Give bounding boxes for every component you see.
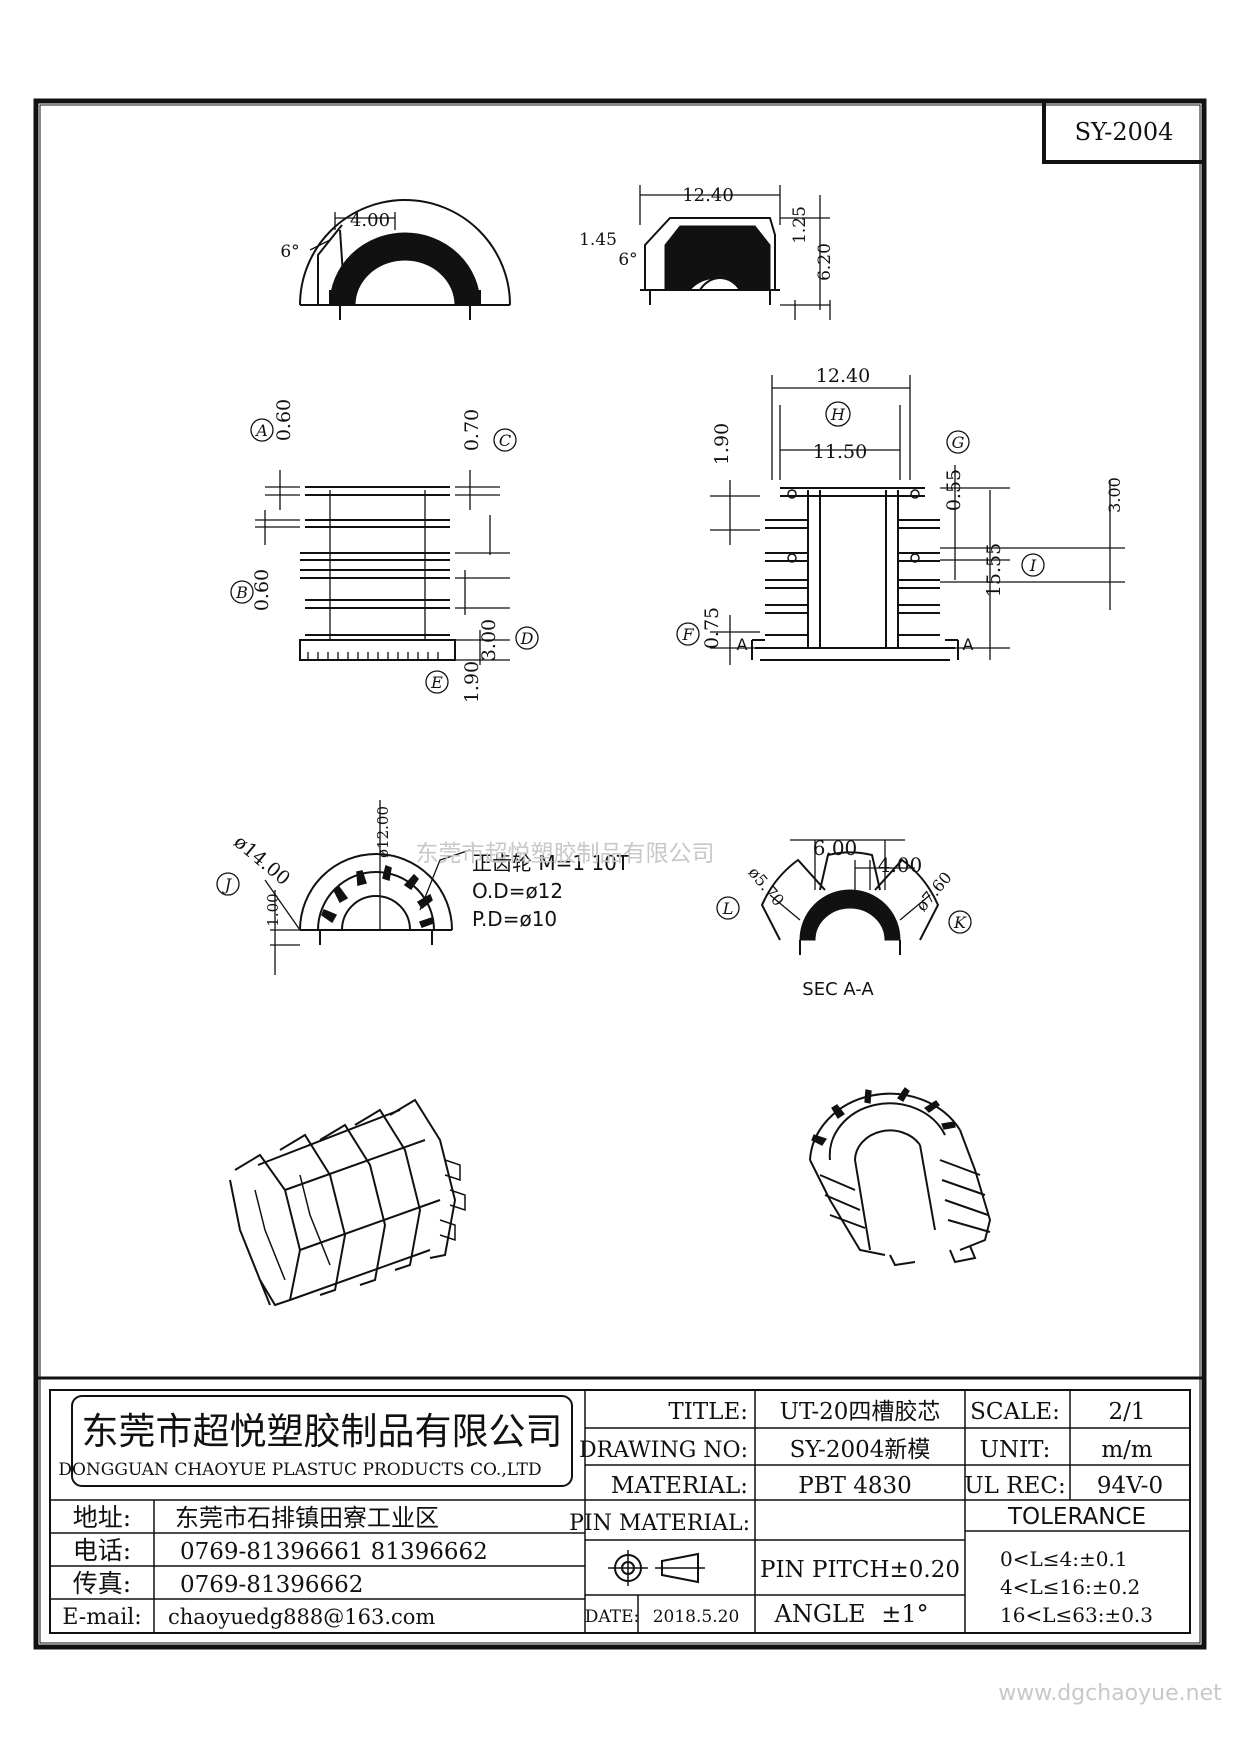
callout-c: C <box>499 431 511 450</box>
date-label: DATE: <box>585 1607 639 1627</box>
tolerance-row-1: 0<L≤4:±0.1 <box>1000 1547 1128 1571</box>
dim-gear-12-dia: ø12.00 <box>374 806 392 858</box>
dim-top-left-width: 4.00 <box>350 210 390 231</box>
title-label: TITLE: <box>668 1399 748 1425</box>
callout-j: J <box>222 875 233 894</box>
angle-label: ANGLE <box>774 1600 866 1628</box>
dim-front-i: 15.55 <box>983 543 1005 597</box>
pin-pitch-text: PIN PITCH±0.20 <box>760 1557 960 1583</box>
callout-d: D <box>520 629 534 648</box>
dim-sec-l-dia: ø5.70 <box>744 863 788 910</box>
section-marker-left: A <box>737 635 748 654</box>
material-value: PBT 4830 <box>798 1473 912 1499</box>
fax-label: 传真: <box>73 1569 131 1598</box>
section-marker-right: A <box>963 635 974 654</box>
inner-frame <box>39 104 1201 1644</box>
gear-spec-line-1: 正齿轮 M=1 10T <box>472 851 630 875</box>
dim-top-left-angle: 6° <box>280 242 299 262</box>
callout-f: F <box>681 625 694 644</box>
company-box <box>71 1395 573 1487</box>
tolerance-row-3: 16<L≤63:±0.3 <box>1000 1603 1153 1627</box>
company-name-en: DONGGUAN CHAOYUE PLASTUC PRODUCTS CO.,LT… <box>58 1460 541 1480</box>
dim-top-right-width: 12.40 <box>682 185 734 206</box>
title-block: 东莞市超悦塑胶制品有限公司 DONGGUAN CHAOYUE PLASTUC P… <box>36 1376 1204 1634</box>
dim-front-g: 0.55 <box>943 469 965 511</box>
title-value: UT-20四槽胶芯 <box>780 1399 941 1425</box>
section-label: SEC A-A <box>802 979 874 1000</box>
outer-frame <box>33 98 1207 1650</box>
dim-front-1-90: 1.90 <box>711 423 733 465</box>
unit-value: m/m <box>1101 1437 1153 1463</box>
phone-value: 0769-81396661 81396662 <box>180 1539 488 1565</box>
dim-top-right-1-45: 1.45 <box>579 230 617 250</box>
top-right-view: 12.40 1.45 6° 1.25 6.20 <box>579 185 835 320</box>
ul-rec-label: UL REC: <box>964 1473 1065 1499</box>
dim-sec-4-00: 4.00 <box>878 853 923 877</box>
dim-sec-6-00: 6.00 <box>813 836 858 860</box>
company-name-cn: 东莞市超悦塑胶制品有限公司 <box>82 1410 563 1453</box>
scale-label: SCALE: <box>970 1399 1060 1425</box>
dim-front-3-00: 3.00 <box>1105 477 1124 513</box>
callout-i: I <box>1029 556 1037 575</box>
watermark-text: 东莞市超悦塑胶制品有限公司 <box>416 841 715 867</box>
fax-value: 0769-81396662 <box>180 1572 363 1598</box>
dim-top-right-6-20: 6.20 <box>815 243 835 281</box>
date-value: 2018.5.20 <box>653 1607 740 1627</box>
dim-side-d: 3.00 <box>478 619 500 661</box>
callout-e: E <box>430 673 443 692</box>
phone-label: 电话: <box>73 1536 131 1565</box>
address-value: 东莞市石排镇田寮工业区 <box>175 1504 439 1532</box>
dim-top-right-1-25: 1.25 <box>790 206 810 244</box>
drawing-code-text: SY-2004 <box>1075 118 1174 146</box>
dim-side-a: 0.60 <box>273 399 295 441</box>
drawing-no-label: DRAWING NO: <box>579 1438 748 1463</box>
address-label: 地址: <box>73 1503 131 1532</box>
dim-gear-1-00: 1.00 <box>264 893 282 926</box>
email-label: E-mail: <box>62 1605 141 1630</box>
drawing-no-value: SY-2004新模 <box>790 1437 931 1463</box>
dim-front-f: 0.75 <box>701 607 723 649</box>
unit-label: UNIT: <box>980 1437 1051 1463</box>
ul-rec-value: 94V-0 <box>1097 1473 1163 1499</box>
top-left-view: 4.00 6° <box>280 199 511 320</box>
callout-b: B <box>235 583 248 602</box>
projection-symbol-icon <box>608 1550 705 1586</box>
pin-material-label: PIN MATERIAL: <box>569 1511 750 1536</box>
dim-side-c: 0.70 <box>461 409 483 451</box>
isometric-view-right <box>809 1087 992 1267</box>
dim-side-b: 0.60 <box>251 569 273 611</box>
dim-front-width-inner: 11.50 <box>813 441 867 463</box>
callout-h: H <box>830 405 846 424</box>
side-view: A 0.60 B 0.60 C 0.70 D 3.00 E 1.90 <box>230 399 539 703</box>
tolerance-row-2: 4<L≤16:±0.2 <box>1000 1575 1140 1599</box>
front-view: A A 12.40 H 11.50 1.90 G 0.55 3.00 15.55… <box>676 365 1125 665</box>
callout-k: K <box>953 913 967 932</box>
material-label: MATERIAL: <box>611 1473 748 1499</box>
gear-spec-line-2: O.D=ø12 <box>472 879 563 903</box>
email-value: chaoyuedg888@163.com <box>168 1605 435 1629</box>
tolerance-label: TOLERANCE <box>1007 1504 1146 1530</box>
dim-top-right-angle: 6° <box>618 250 637 270</box>
angle-value: ±1° <box>881 1600 928 1628</box>
gear-view: J ø14.00 1.00 ø12.00 正齿轮 M=1 10T O.D=ø12… <box>216 800 630 975</box>
scale-value: 2/1 <box>1108 1399 1145 1425</box>
section-view: 6.00 4.00 L ø5.70 K ø7.60 SEC A-A <box>716 836 972 1000</box>
callout-l: L <box>722 899 734 918</box>
drawing-code-box: SY-2004 <box>1042 99 1206 164</box>
callout-g: G <box>952 433 965 452</box>
gear-spec-line-3: P.D=ø10 <box>472 907 557 931</box>
callout-a: A <box>254 421 268 440</box>
isometric-view-left <box>229 1098 466 1307</box>
dim-side-e: 1.90 <box>461 661 483 703</box>
dim-front-width-outer: 12.40 <box>816 365 870 387</box>
website-watermark: www.dgchaoyue.net <box>998 1681 1222 1706</box>
